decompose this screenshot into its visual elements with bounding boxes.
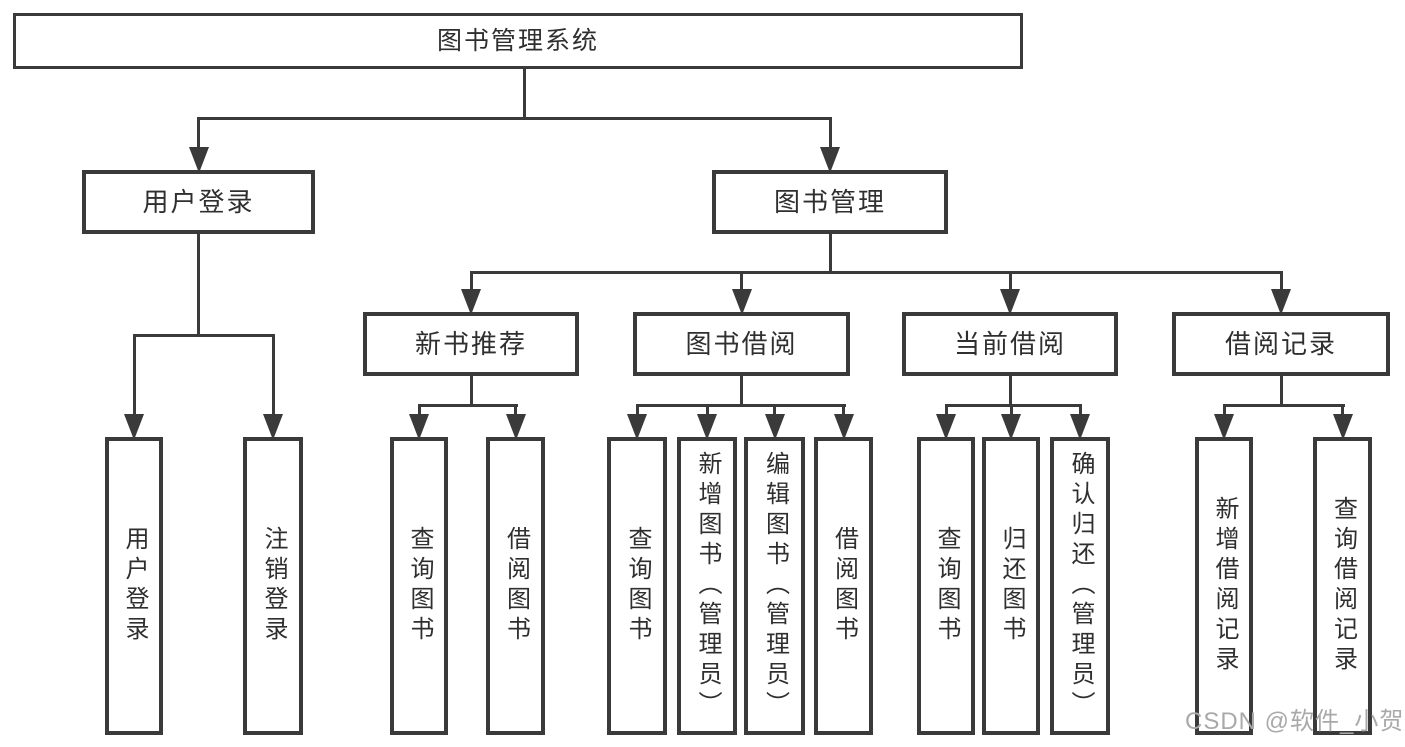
node-label: 注销登录	[260, 526, 287, 646]
node-label: 新增图书（管理员）	[694, 451, 721, 721]
arrow-down-icon	[1214, 414, 1234, 440]
connector-line	[133, 335, 136, 418]
diagram-node-book-mgmt: 图书管理	[712, 170, 948, 234]
connector-line	[272, 335, 275, 418]
node-label: 查询图书	[406, 526, 433, 646]
connector-line	[1280, 272, 1283, 293]
connector-line	[470, 271, 1283, 274]
node-label: 借阅图书	[830, 526, 858, 646]
connector-line	[197, 232, 200, 335]
arrow-down-icon	[1271, 289, 1291, 315]
diagram-node-book-borrow: 图书借阅	[633, 312, 850, 376]
arrow-down-icon	[732, 289, 752, 315]
connector-line	[1009, 374, 1012, 405]
connector-line	[636, 404, 846, 407]
node-label: 新增借阅记录	[1211, 496, 1238, 676]
connector-line	[470, 374, 473, 405]
connector-line	[945, 404, 1082, 407]
arrow-down-icon	[263, 414, 283, 440]
arrow-down-icon	[834, 414, 854, 440]
connector-line	[470, 272, 473, 293]
connector-line	[1009, 272, 1012, 293]
diagram-node-current-borrow: 当前借阅	[902, 312, 1118, 376]
diagram-node-bb-borrow-book: 借阅图书	[814, 437, 873, 735]
arrow-down-icon	[936, 414, 956, 440]
arrow-down-icon	[1000, 289, 1020, 315]
diagram-node-user-login: 用户登录	[82, 170, 315, 234]
diagram-node-bb-add-book: 新增图书（管理员）	[677, 437, 737, 735]
node-label: 图书管理	[773, 187, 886, 217]
connector-line	[418, 404, 518, 407]
connector-line	[829, 118, 832, 151]
connector-line	[1079, 405, 1082, 418]
diagram-node-nb-borrow-book: 借阅图书	[486, 437, 545, 735]
connector-line	[1223, 404, 1345, 407]
connector-line	[842, 405, 845, 418]
node-label: 归还图书	[998, 526, 1025, 646]
diagram-node-login: 用户登录	[105, 437, 163, 735]
arrow-down-icon	[409, 414, 429, 440]
connector-line	[1010, 405, 1013, 418]
node-label: 图书管理系统	[436, 26, 599, 55]
diagram-node-borrow-records: 借阅记录	[1172, 312, 1390, 376]
node-label: 用户登录	[121, 526, 148, 646]
node-label: 编辑图书（管理员）	[761, 451, 789, 721]
arrow-down-icon	[627, 414, 647, 440]
connector-line	[706, 405, 709, 418]
connector-line	[945, 405, 948, 418]
node-label: 确认归还（管理员）	[1067, 451, 1094, 721]
arrow-down-icon	[124, 414, 144, 440]
diagram-node-cb-confirm-return: 确认归还（管理员）	[1050, 437, 1110, 735]
node-label: 当前借阅	[953, 329, 1066, 359]
node-label: 查询借阅记录	[1329, 496, 1357, 676]
diagram-node-bb-edit-book: 编辑图书（管理员）	[744, 437, 805, 735]
node-label: 查询图书	[933, 526, 960, 646]
node-label: 借阅记录	[1224, 329, 1337, 359]
node-label: 查询图书	[624, 526, 651, 646]
arrow-down-icon	[820, 147, 840, 173]
diagram-node-nb-query-book: 查询图书	[390, 437, 448, 735]
arrow-down-icon	[765, 414, 785, 440]
connector-line	[418, 405, 421, 418]
arrow-down-icon	[697, 414, 717, 440]
connector-line	[1223, 405, 1226, 418]
connector-line	[523, 67, 526, 118]
diagram-node-cb-query-book: 查询图书	[917, 437, 975, 735]
connector-line	[1280, 374, 1283, 405]
diagram-node-system: 图书管理系统	[13, 13, 1023, 69]
connector-line	[829, 232, 832, 272]
diagram-node-cb-return-book: 归还图书	[982, 437, 1040, 735]
connector-line	[1341, 405, 1344, 418]
connector-line	[197, 117, 832, 120]
diagram-node-bb-query-book: 查询图书	[607, 437, 667, 735]
connector-line	[773, 405, 776, 418]
connector-line	[636, 405, 639, 418]
csdn-watermark: CSDN @软件_小贺同学	[1185, 708, 1405, 735]
diagram-node-br-query-record: 查询借阅记录	[1313, 437, 1372, 735]
diagram-node-logout: 注销登录	[243, 437, 303, 735]
arrow-down-icon	[506, 414, 526, 440]
connector-line	[133, 334, 275, 337]
node-label: 图书借阅	[685, 329, 798, 359]
arrow-down-icon	[1001, 414, 1021, 440]
node-label: 新书推荐	[414, 329, 527, 359]
arrow-down-icon	[189, 147, 209, 173]
arrow-down-icon	[1333, 414, 1353, 440]
diagram-node-new-book-rec: 新书推荐	[363, 312, 579, 376]
connector-line	[740, 272, 743, 293]
diagram-node-br-add-record: 新增借阅记录	[1195, 437, 1253, 735]
arrow-down-icon	[461, 289, 481, 315]
connector-line	[197, 118, 200, 151]
node-label: 用户登录	[142, 187, 255, 217]
arrow-down-icon	[1070, 414, 1090, 440]
connector-line	[740, 374, 743, 405]
node-label: 借阅图书	[502, 526, 530, 646]
connector-line	[514, 405, 517, 418]
